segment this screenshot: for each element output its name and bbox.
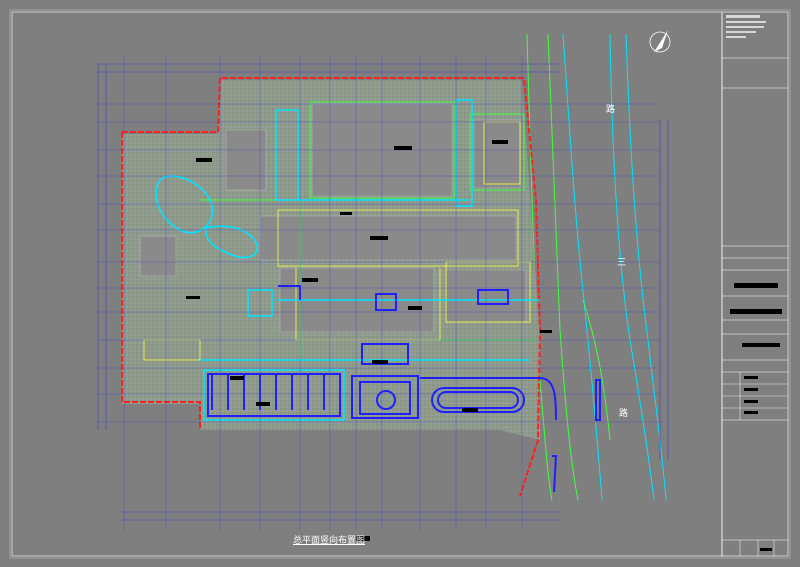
north-arrow-icon (649, 30, 671, 53)
drawing-frame (9, 9, 791, 559)
title-scale-bar (356, 536, 370, 541)
plan-labels (186, 140, 552, 412)
dimension-lines (97, 56, 669, 530)
drawing-title: 总平面竖向布置图 (293, 536, 366, 546)
road-label-mid: 三 (617, 258, 627, 268)
road-label-top: 路 (606, 105, 616, 115)
site-boundary (122, 77, 542, 497)
title-block (721, 11, 789, 557)
cyan-structures (155, 99, 540, 421)
site-boundary-left (121, 132, 201, 430)
road-label-bottom: 路 (619, 409, 629, 419)
